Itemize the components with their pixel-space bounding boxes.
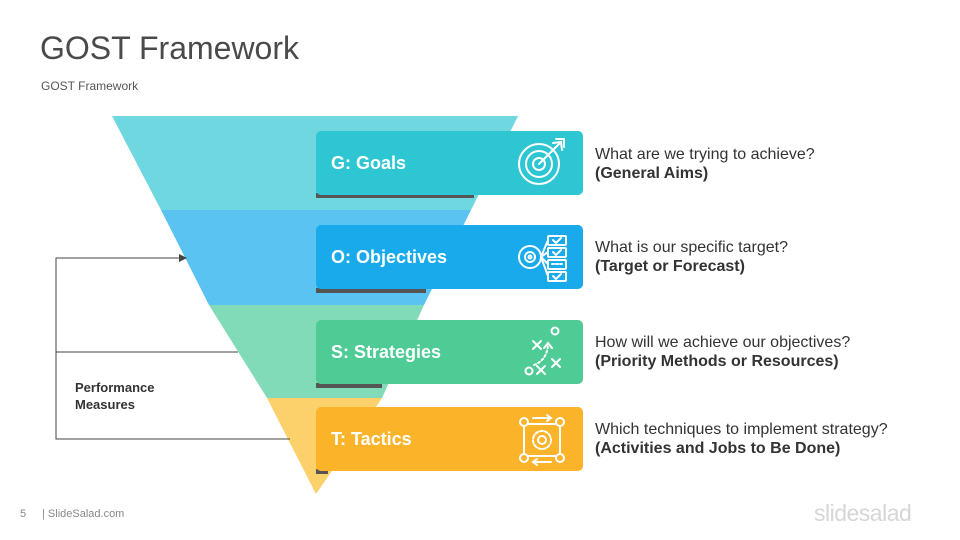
stage-answer: (General Aims) bbox=[595, 165, 709, 182]
bar-shadow-objectives bbox=[316, 288, 426, 293]
stage-answer: (Activities and Jobs to Be Done) bbox=[595, 440, 841, 457]
footer-site: | SlideSalad.com bbox=[42, 508, 125, 520]
strategy-play-icon bbox=[524, 326, 561, 376]
stage-label-tactics: T: Tactics bbox=[331, 429, 412, 449]
stage-label-objectives: O: Objectives bbox=[331, 247, 448, 267]
stage-label-goals: G: Goals bbox=[331, 153, 407, 173]
stage-description-strategies: How will we achieve our objectives? (Pri… bbox=[595, 333, 850, 371]
stage-question: Which techniques to implement strategy? bbox=[595, 421, 888, 438]
bar-tactics bbox=[316, 407, 583, 471]
stage-question: What is our specific target? bbox=[595, 239, 788, 256]
stage-question: How will we achieve our objectives? bbox=[595, 334, 851, 351]
stage-description-objectives: What is our specific target? (Target or … bbox=[595, 238, 788, 276]
bar-goals bbox=[316, 131, 583, 195]
bar-objectives bbox=[316, 225, 583, 289]
stage-description-tactics: Which techniques to implement strategy? … bbox=[595, 420, 888, 458]
target-icon bbox=[518, 138, 565, 185]
bar-strategies bbox=[316, 320, 583, 384]
stage-answer: (Target or Forecast) bbox=[595, 258, 745, 275]
checklist-target-icon bbox=[518, 235, 567, 282]
gear-network-icon bbox=[519, 414, 565, 466]
stage-description-goals: What are we trying to achieve? (General … bbox=[595, 145, 815, 183]
page-title: GOST Framework bbox=[40, 30, 299, 66]
page-number: 5 bbox=[20, 508, 27, 520]
bar-shadow-tactics bbox=[316, 469, 328, 474]
brand-logo: slidesalad bbox=[814, 500, 912, 526]
feedback-arrowhead bbox=[179, 254, 187, 262]
performance-feedback-loop bbox=[55, 257, 290, 440]
stage-answer: (Priority Methods or Resources) bbox=[595, 353, 839, 370]
stage-question: What are we trying to achieve? bbox=[595, 146, 815, 163]
bar-shadow-goals bbox=[316, 193, 474, 198]
stage-label-strategies: S: Strategies bbox=[331, 342, 442, 362]
performance-measures-label: Performance Measures bbox=[75, 380, 155, 412]
bar-shadow-strategies bbox=[316, 383, 382, 388]
page-subtitle: GOST Framework bbox=[41, 79, 139, 93]
